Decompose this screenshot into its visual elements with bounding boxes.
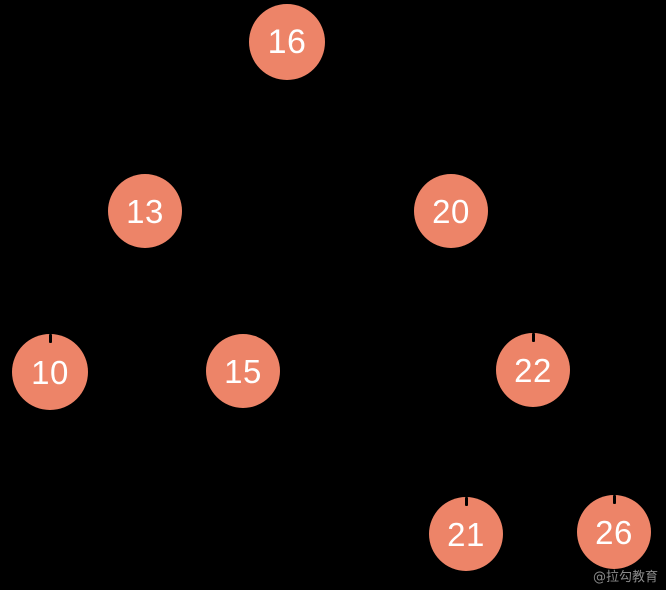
tree-node-label: 15 — [224, 352, 262, 390]
tree-node-label: 22 — [514, 351, 552, 389]
edge-stub-artifact — [48, 334, 52, 343]
tree-node-label: 13 — [126, 192, 164, 230]
edge-stub-artifact — [612, 495, 616, 504]
tree-node-label: 26 — [595, 513, 633, 551]
tree-node-26[interactable]: 26 — [577, 495, 651, 569]
tree-node-label: 20 — [432, 192, 470, 230]
tree-node-21[interactable]: 21 — [429, 497, 503, 571]
tree-node-13[interactable]: 13 — [108, 174, 182, 248]
tree-node-16[interactable]: 16 — [249, 4, 325, 80]
tree-node-20[interactable]: 20 — [414, 174, 488, 248]
tree-node-label: 16 — [267, 23, 307, 61]
tree-node-label: 21 — [447, 515, 485, 553]
tree-node-10[interactable]: 10 — [12, 334, 88, 410]
tree-node-22[interactable]: 22 — [496, 333, 570, 407]
watermark-label: @拉勾教育 — [592, 570, 658, 585]
tree-node-15[interactable]: 15 — [206, 334, 280, 408]
tree-node-label: 10 — [31, 353, 69, 391]
edge-stub-artifact — [531, 333, 535, 342]
edge-stub-artifact — [464, 497, 468, 506]
